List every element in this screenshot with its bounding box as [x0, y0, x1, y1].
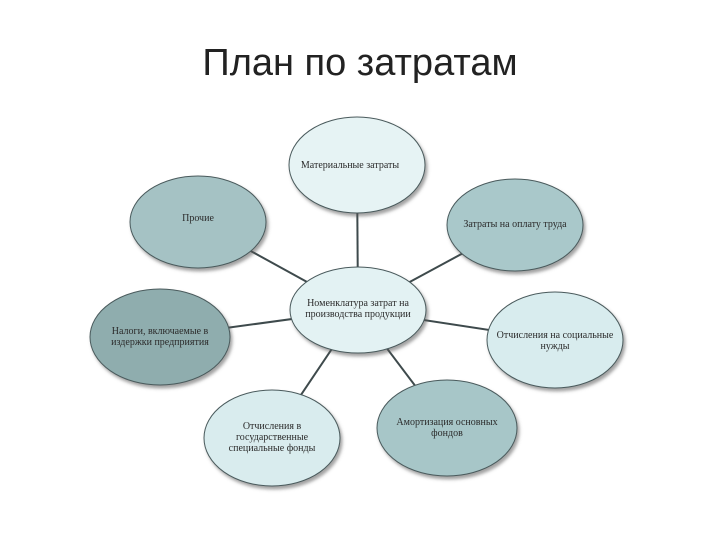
- node-social: [486, 291, 624, 389]
- node-ellipses: [89, 116, 624, 487]
- node-materials: [288, 116, 426, 214]
- node-other: [129, 175, 267, 269]
- node-labor: [446, 178, 584, 272]
- node-depreciation: [376, 379, 518, 477]
- node-taxes: [89, 288, 231, 386]
- node-center: [289, 266, 427, 354]
- page-title: План по затратам: [202, 42, 518, 84]
- node-state-funds: [203, 389, 341, 487]
